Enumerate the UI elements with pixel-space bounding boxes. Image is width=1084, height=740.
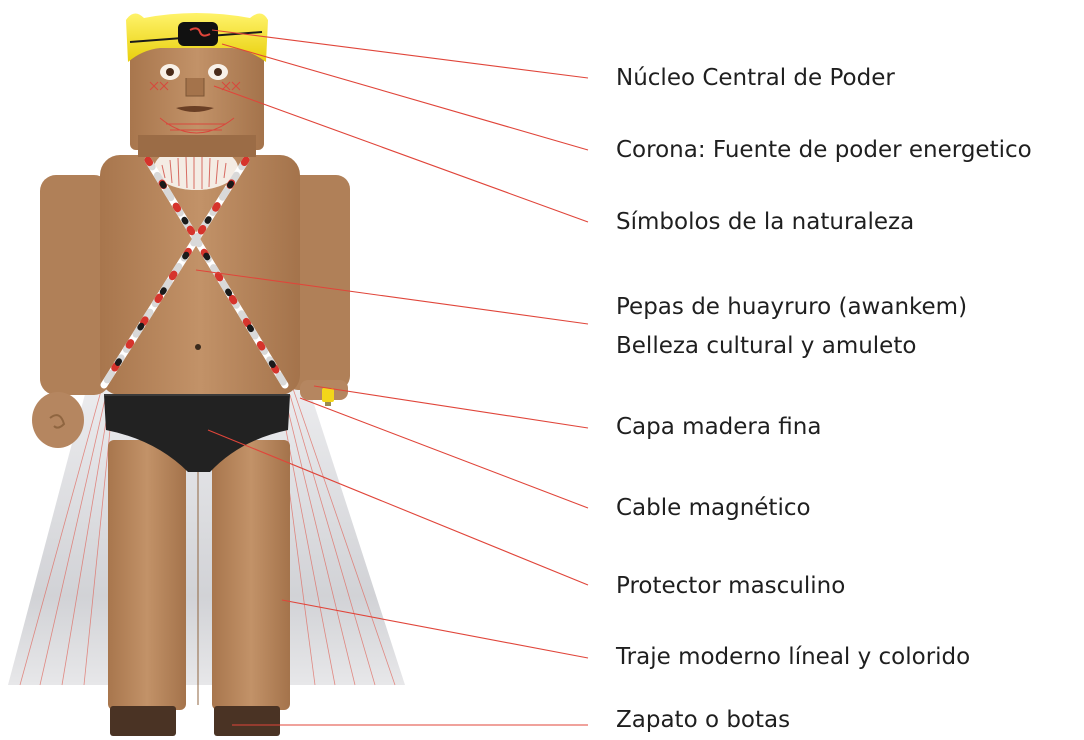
leader-core bbox=[211, 29, 589, 79]
label-cable: Cable magnético bbox=[616, 495, 811, 521]
label-protector: Protector masculino bbox=[616, 573, 846, 599]
leader-seeds bbox=[195, 269, 589, 325]
leader-lines bbox=[195, 29, 589, 726]
arms bbox=[32, 175, 350, 448]
boots bbox=[110, 706, 280, 736]
briefs bbox=[104, 394, 290, 472]
leader-cable bbox=[299, 397, 589, 509]
label-seeds-line2: Belleza cultural y amuleto bbox=[616, 333, 917, 359]
label-core: Núcleo Central de Poder bbox=[616, 65, 895, 91]
leader-protector bbox=[207, 429, 589, 586]
leader-cape bbox=[313, 385, 589, 429]
cable-plug bbox=[322, 388, 334, 406]
head bbox=[130, 30, 264, 157]
label-shoes: Zapato o botas bbox=[616, 707, 791, 733]
label-seeds-line1: Pepas de huayruro (awankem) bbox=[616, 294, 968, 320]
crown bbox=[126, 13, 268, 62]
torso bbox=[100, 155, 300, 395]
leader-crown bbox=[221, 43, 589, 151]
label-cape: Capa madera fina bbox=[616, 414, 822, 440]
leader-suit bbox=[281, 599, 589, 659]
label-crown: Corona: Fuente de poder energetico bbox=[616, 137, 1032, 163]
label-nature: Símbolos de la naturaleza bbox=[616, 209, 915, 235]
label-suit: Traje moderno líneal y colorido bbox=[616, 644, 971, 670]
legs bbox=[108, 440, 290, 710]
leader-nature bbox=[213, 85, 589, 223]
